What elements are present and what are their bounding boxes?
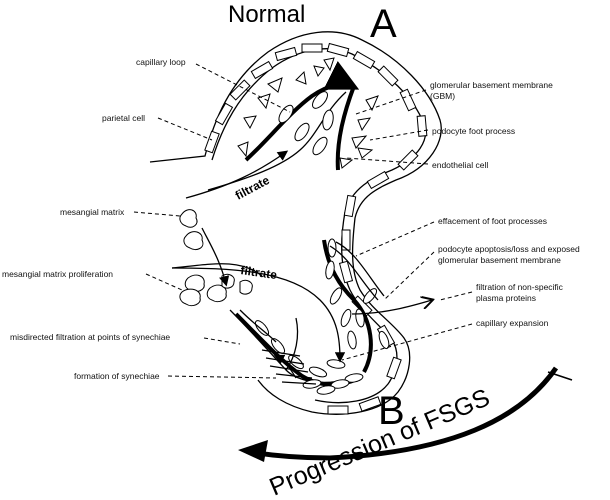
label-gbm-line2: (GBM) (430, 91, 455, 101)
label-formation-synechiae: formation of synechiae (74, 371, 160, 381)
parietal-cells (204, 42, 428, 415)
filtrate-label-top: filtrate (233, 173, 272, 203)
panel-b-label: B (378, 389, 405, 433)
progression-arrow (238, 366, 573, 462)
filtrate-label-bottom: filtrate (240, 263, 279, 282)
mesangial-matrix (179, 209, 253, 307)
panel-a-label: A (370, 2, 397, 46)
label-mesangial-proliferation: mesangial matrix proliferation (2, 269, 113, 279)
label-apoptosis-line1: podocyte apoptosis/loss and exposed (438, 244, 580, 254)
label-misdirected-filtration: misdirected filtration at points of syne… (10, 332, 170, 342)
title-normal: Normal (228, 1, 305, 28)
label-endothelial-cell: endothelial cell (432, 160, 488, 170)
label-filtration-line1: filtration of non-specific (476, 282, 564, 292)
label-filtration-line2: plasma proteins (476, 293, 536, 303)
filtrate-arrows (171, 150, 432, 379)
label-effacement: effacement of foot processes (438, 216, 547, 226)
capillary-loop-lower (171, 238, 390, 395)
label-mesangial-matrix: mesangial matrix (60, 207, 125, 217)
capillary-loop-upper (207, 57, 379, 191)
label-apoptosis-line2: glomerular basement membrane (438, 255, 561, 265)
left-labels: capillary loop parietal cell mesangial m… (2, 57, 291, 381)
label-capillary-expansion: capillary expansion (476, 318, 549, 328)
right-labels: glomerular basement membrane (GBM) podoc… (341, 80, 580, 361)
label-parietal-cell: parietal cell (102, 113, 145, 123)
label-gbm-line1: glomerular basement membrane (430, 80, 553, 90)
label-capillary-loop: capillary loop (136, 57, 186, 67)
label-podocyte-foot-process: podocyte foot process (432, 126, 515, 136)
